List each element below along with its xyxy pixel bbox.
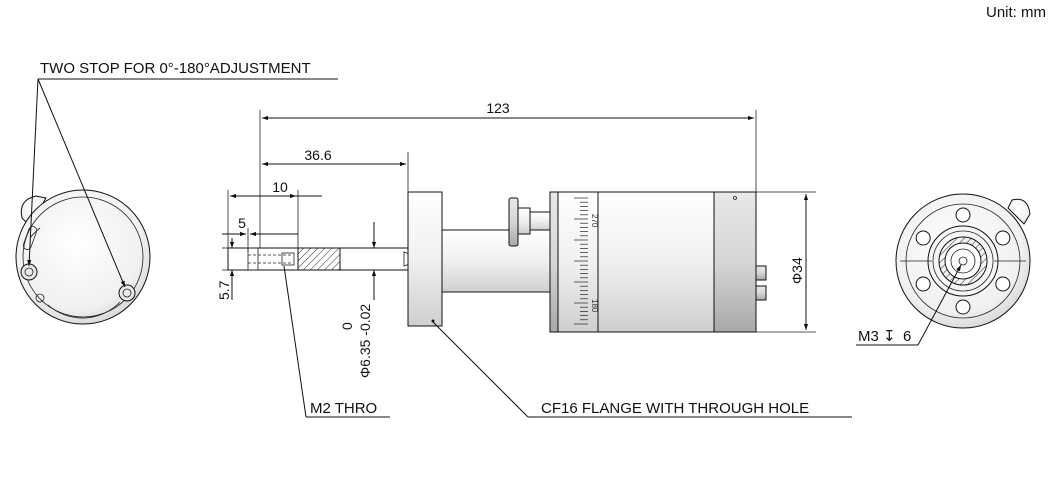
bolt-hole	[955, 207, 971, 223]
stop-callout: TWO STOP FOR 0°-180°ADJUSTMENT	[27, 60, 338, 288]
flange-bolt-holes	[915, 207, 1011, 315]
bolt-hole	[995, 276, 1011, 292]
thread-callout: M2 THRO	[283, 265, 390, 418]
dim-hole-position: 5	[238, 215, 246, 231]
dim-shaft-flat: 5.7	[216, 280, 232, 300]
scale-mark-180: 180	[590, 299, 599, 313]
stop-callout-text: TWO STOP FOR 0°-180°ADJUSTMENT	[40, 60, 311, 77]
bolt-hole	[995, 230, 1011, 246]
bolt-hole	[915, 230, 931, 246]
scale-mark-270: 270	[590, 214, 599, 228]
flange-callout-text: CF16 FLANGE WITH THROUGH HOLE	[541, 400, 809, 417]
dim-shaft-diameter: Φ6.35 -0.02	[357, 304, 373, 378]
dim-body-diameter: Φ34	[789, 257, 805, 284]
dim-overall-length: 123	[486, 100, 510, 116]
bolt-hole	[955, 299, 971, 315]
right-end-view	[895, 193, 1031, 329]
tap-callout-prefix: M3	[858, 328, 879, 345]
scale-ticks	[574, 197, 588, 325]
left-end-view	[15, 189, 151, 325]
tap-callout-depth: 6	[903, 328, 911, 345]
side-view: 270 180	[227, 191, 767, 333]
dim-hole-offset: 10	[272, 179, 288, 195]
thread-callout-text: M2 THRO	[310, 400, 377, 417]
dimensions: 123 36.6 10 5 5.7 0 Φ6.35 -0.02 Φ34	[216, 100, 816, 378]
tap-depth-symbol: ↧	[883, 328, 896, 345]
bolt-hole	[915, 276, 931, 292]
tap-callout: M3 ↧ 6	[856, 264, 962, 346]
dim-to-flange: 36.6	[304, 147, 331, 163]
dim-tol-upper: 0	[339, 322, 355, 330]
flange-callout: CF16 FLANGE WITH THROUGH HOLE	[432, 321, 852, 418]
stop-screw-left-icon	[20, 263, 38, 281]
stop-screw-right-icon	[118, 284, 136, 302]
unit-label: Unit: mm	[986, 4, 1046, 21]
